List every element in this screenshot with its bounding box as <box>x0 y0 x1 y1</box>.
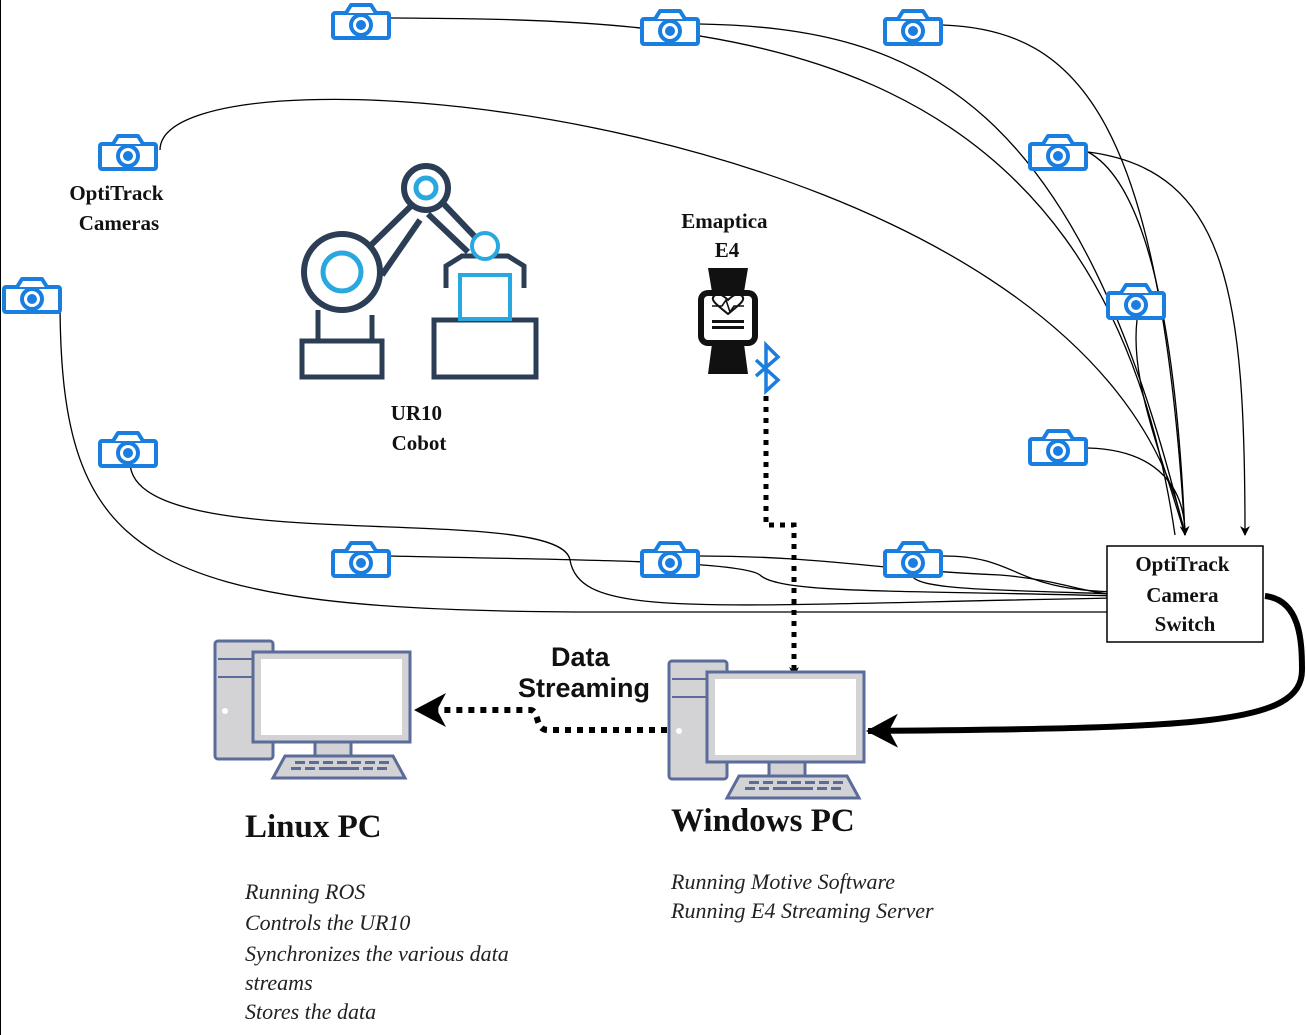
linux-pc-note: Controls the UR10 <box>245 910 410 935</box>
camera-icon <box>98 134 158 171</box>
camera-icon <box>2 277 62 314</box>
camera-switch-box: OptiTrack Camera Switch <box>1106 545 1264 643</box>
linux-pc-title: Linux PC <box>245 809 382 845</box>
camera-icon <box>1028 134 1088 171</box>
cameras-label: OptiTrack Cameras <box>69 181 168 235</box>
linux-pc: Linux PC Running ROS Controls the UR10 S… <box>213 639 509 1024</box>
linux-pc-note: Synchronizes the various data <box>245 941 509 966</box>
windows-pc-title: Windows PC <box>671 803 855 839</box>
smartwatch-icon <box>698 268 758 374</box>
cobot-label: UR10 Cobot <box>391 401 448 455</box>
data-streaming-link <box>414 693 667 733</box>
bluetooth-data-link <box>763 396 799 677</box>
camera-icon <box>640 9 700 46</box>
wearable-label: Emaptica E4 <box>681 209 773 262</box>
camera-icon <box>883 541 943 578</box>
switch-to-windows-cable <box>866 593 1306 748</box>
camera-icon <box>98 431 158 468</box>
camera-cables <box>59 17 1250 617</box>
camera-icons <box>2 3 1166 578</box>
bluetooth-icon <box>754 340 781 395</box>
windows-pc-note: Running Motive Software <box>670 869 895 894</box>
camera-icon <box>331 541 391 578</box>
linux-pc-note: Stores the data <box>245 999 376 1024</box>
robot-arm-icon <box>299 163 539 380</box>
camera-icon <box>883 9 943 46</box>
data-streaming-label: Data Streaming <box>518 642 650 703</box>
svg-text:OptiTrack Camera S: OptiTrack Camera Switch <box>1135 552 1234 636</box>
camera-icon <box>640 541 700 578</box>
desktop-pc-icon <box>213 639 412 780</box>
linux-pc-note: Running ROS <box>244 879 365 904</box>
linux-pc-note: streams <box>245 970 313 995</box>
desktop-pc-icon <box>667 659 866 800</box>
windows-pc-note: Running E4 Streaming Server <box>670 898 934 923</box>
camera-icon <box>331 3 391 40</box>
camera-icon <box>1028 429 1088 466</box>
camera-icon <box>1106 283 1166 320</box>
windows-pc: Windows PC Running Motive Software Runni… <box>667 659 934 923</box>
